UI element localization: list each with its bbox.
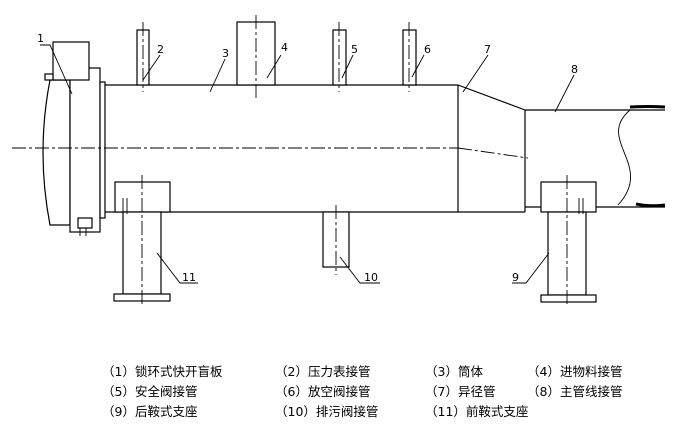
quick-open-blind-flange — [42, 41, 106, 236]
part-number-4: 4 — [281, 41, 288, 54]
part-number-3: 3 — [222, 47, 229, 60]
legend-item-4: （4）进物料接管 — [527, 364, 623, 379]
part-number-1: 1 — [37, 32, 44, 45]
feed-inlet-nozzle — [236, 21, 276, 86]
legend-item-6: （6）放空阀接管 — [275, 384, 371, 399]
legend-item-8: （8）主管线接管 — [527, 384, 623, 399]
part-number-2: 2 — [157, 43, 164, 56]
legend-item-3: （3）筒体 — [425, 364, 483, 379]
part-number-7: 7 — [484, 43, 491, 56]
vent-valve-nozzle — [402, 29, 417, 86]
legend-item-9: （9）后鞍式支座 — [102, 404, 198, 419]
legend-item-10: （10）排污阀接管 — [275, 404, 379, 419]
part-number-10: 10 — [364, 271, 378, 284]
center-lines — [12, 15, 568, 305]
part-number-6: 6 — [424, 43, 431, 56]
part-number-8: 8 — [571, 63, 578, 76]
safety-valve-nozzle — [332, 29, 347, 86]
leader-lines — [40, 44, 575, 284]
legend-item-1: （1）锁环式快开盲板 — [102, 364, 223, 379]
part-number-11: 11 — [182, 271, 196, 284]
legend-item-7: （7）异径管 — [425, 384, 496, 399]
rear-saddle-support — [540, 181, 597, 303]
part-numbers: 1 2 3 4 5 6 7 8 9 10 11 — [37, 32, 578, 284]
part-number-5: 5 — [351, 43, 358, 56]
part-number-9: 9 — [512, 271, 519, 284]
reducer-pipe — [457, 84, 526, 212]
parts-legend: （1）锁环式快开盲板 （2）压力表接管 （3）筒体 （4）进物料接管 （5）安全… — [0, 355, 680, 427]
legend-item-5: （5）安全阀接管 — [102, 384, 198, 399]
legend-item-2: （2）压力表接管 — [275, 364, 371, 379]
legend-item-11: （11）前鞍式支座 — [425, 404, 529, 419]
shell-cylinder — [105, 84, 525, 213]
